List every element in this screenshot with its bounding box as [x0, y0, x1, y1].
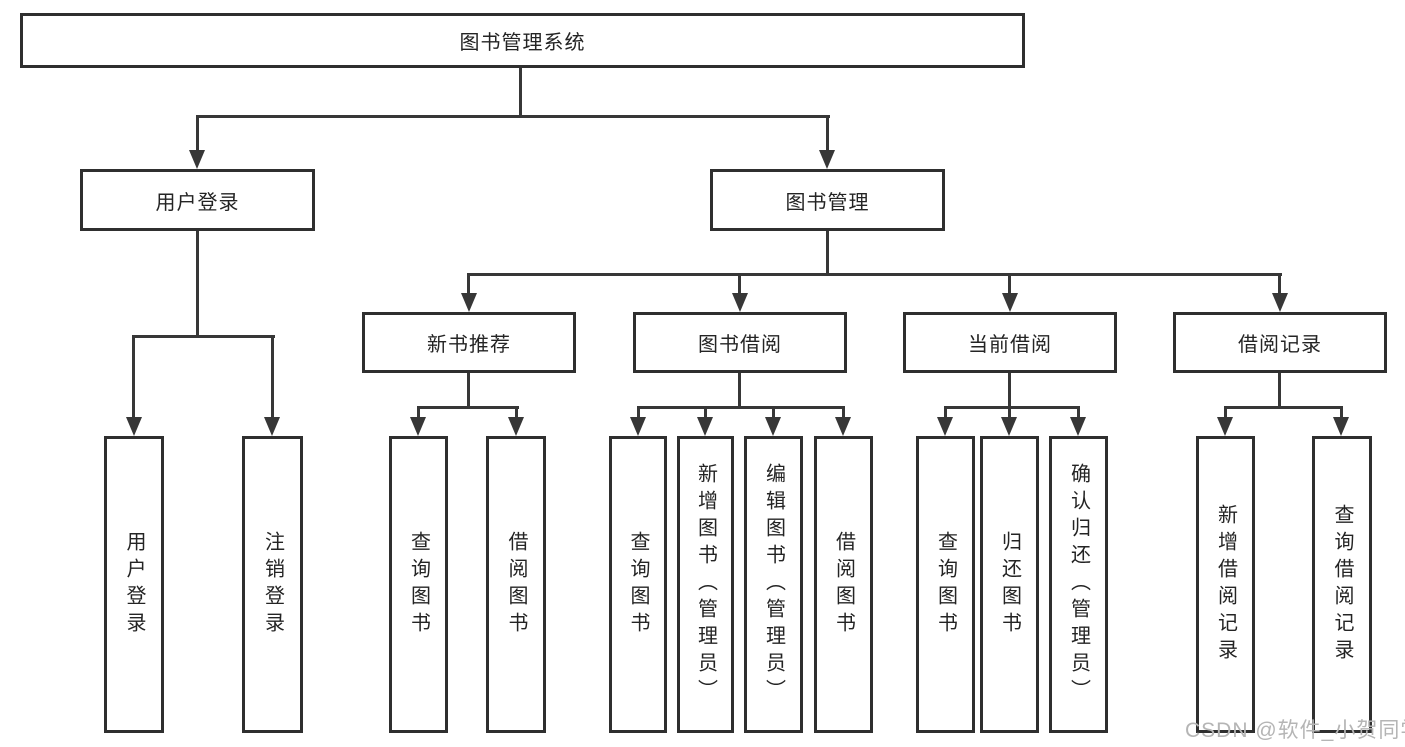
leaf-label: 查询图书: [627, 530, 649, 639]
connector-drop-leaf: [1077, 406, 1080, 419]
leaf-label: 查询借阅记录: [1331, 503, 1353, 666]
connector-drop-category: [1008, 273, 1011, 295]
arrowhead-down-icon: [765, 417, 781, 436]
leaf-label: 查询图书: [407, 530, 430, 639]
leaf-node-logout: 注销登录: [242, 436, 303, 733]
leaf-label: 借阅图书: [832, 530, 855, 639]
leaf-label: 新增借阅记录: [1214, 503, 1237, 666]
connector-book-management-stem: [826, 231, 829, 276]
leaf-node-confirm-return-admin: 确认归还（管理员）: [1049, 436, 1108, 733]
connector-drop-category: [738, 273, 741, 295]
connector-drop-leaf: [772, 406, 775, 419]
arrowhead-down-icon: [835, 417, 851, 436]
leaf-node-query-borrow-record: 查询借阅记录: [1312, 436, 1372, 733]
arrowhead-down-icon: [1333, 417, 1349, 436]
connector-drop-leaf: [704, 406, 707, 419]
connector-category-stem: [467, 373, 470, 409]
connector-user-login-stem: [196, 231, 199, 338]
leaf-label: 用户登录: [123, 530, 145, 639]
category-node-current-borrow: 当前借阅: [903, 312, 1117, 373]
connector-drop-leaf: [1340, 406, 1343, 419]
connector-category-hline: [1224, 406, 1343, 409]
arrowhead-down-icon: [1272, 293, 1288, 312]
connector-category-stem: [1008, 373, 1011, 409]
connector-drop-leaf: [1008, 406, 1011, 419]
arrowhead-down-icon: [732, 293, 748, 312]
connector-book-management-hline: [467, 273, 1282, 276]
connector-drop-leaf: [515, 406, 518, 419]
watermark: CSDN @软件_小贺同学: [1185, 719, 1405, 742]
leaf-label: 确认归还（管理员）: [1067, 463, 1090, 706]
connector-drop-leaf: [637, 406, 640, 419]
connector-drop-category: [467, 273, 470, 295]
arrowhead-down-icon: [697, 417, 713, 436]
arrowhead-down-icon: [508, 417, 524, 436]
leaf-node-borrow-books: 借阅图书: [814, 436, 873, 733]
arrowhead-down-icon: [937, 417, 953, 436]
leaf-label: 新增图书（管理员）: [694, 463, 717, 706]
connector-drop-leaf: [1224, 406, 1227, 419]
arrowhead-down-icon: [410, 417, 426, 436]
leaf-node-borrow-books-recommend: 借阅图书: [486, 436, 546, 733]
arrowhead-down-icon: [819, 150, 835, 169]
leaf-node-return-books: 归还图书: [980, 436, 1039, 733]
arrowhead-down-icon: [1070, 417, 1086, 436]
leaf-node-add-borrow-record: 新增借阅记录: [1196, 436, 1255, 733]
connector-root-stem: [519, 68, 522, 118]
connector-drop-category: [1278, 273, 1281, 295]
leaf-node-query-books-current: 查询图书: [916, 436, 975, 733]
arrowhead-down-icon: [1217, 417, 1233, 436]
leaf-node-add-books-admin: 新增图书（管理员）: [677, 436, 734, 733]
connector-category-hline: [944, 406, 1080, 409]
connector-drop-user-login: [196, 115, 199, 152]
arrowhead-down-icon: [630, 417, 646, 436]
category-node-new-book-recommend: 新书推荐: [362, 312, 576, 373]
leaf-node-query-books-recommend: 查询图书: [389, 436, 448, 733]
arrowhead-down-icon: [1001, 417, 1017, 436]
category-node-book-borrow: 图书借阅: [633, 312, 847, 373]
connector-drop-leaf: [944, 406, 947, 419]
connector-category-hline: [417, 406, 519, 409]
category-node-borrow-records: 借阅记录: [1173, 312, 1387, 373]
root-node-library-system: 图书管理系统: [20, 13, 1025, 68]
arrowhead-down-icon: [264, 417, 280, 436]
connector-drop-leaf: [132, 335, 135, 419]
leaf-label: 借阅图书: [505, 530, 527, 639]
arrowhead-down-icon: [126, 417, 142, 436]
leaf-node-edit-books-admin: 编辑图书（管理员）: [744, 436, 803, 733]
leaf-node-query-books-borrow: 查询图书: [609, 436, 667, 733]
connector-drop-book-management: [826, 115, 829, 152]
connector-category-stem: [738, 373, 741, 409]
leaf-label: 归还图书: [998, 530, 1021, 639]
arrowhead-down-icon: [461, 293, 477, 312]
connector-user-login-hline: [132, 335, 275, 338]
leaf-label: 编辑图书（管理员）: [762, 463, 785, 706]
connector-root-hline: [196, 115, 830, 118]
leaf-node-user-login: 用户登录: [104, 436, 164, 733]
arrowhead-down-icon: [189, 150, 205, 169]
connector-drop-leaf: [271, 335, 274, 419]
branch-node-user-login: 用户登录: [80, 169, 315, 231]
branch-node-book-management: 图书管理: [710, 169, 945, 231]
connector-category-stem: [1278, 373, 1281, 409]
connector-drop-leaf: [842, 406, 845, 419]
connector-drop-leaf: [417, 406, 420, 419]
leaf-label: 查询图书: [934, 530, 957, 639]
leaf-label: 注销登录: [261, 530, 284, 639]
arrowhead-down-icon: [1002, 293, 1018, 312]
connector-category-hline: [637, 406, 845, 409]
